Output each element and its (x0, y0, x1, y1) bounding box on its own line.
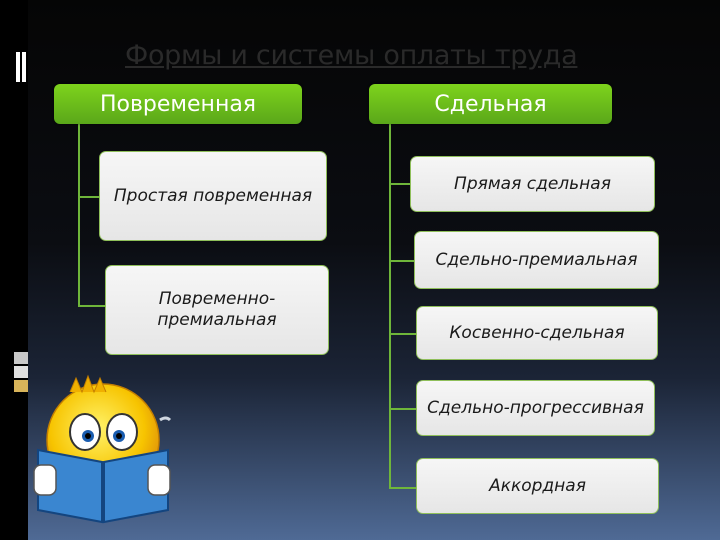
item-piece-bonus: Сдельно-премиальная (414, 231, 659, 289)
item-direct-piece: Прямая сдельная (410, 156, 655, 212)
reading-emoji-icon (33, 374, 172, 524)
item-indirect-piece: Косвенно-сдельная (416, 306, 658, 360)
side-color-strip (14, 352, 28, 364)
connector-line (389, 183, 411, 185)
connector-line (78, 305, 106, 307)
connector-line (78, 196, 100, 198)
item-lump-sum: Аккордная (416, 458, 659, 514)
side-color-strip (14, 366, 28, 378)
left-deco-bar (22, 52, 26, 82)
item-simple-time-based: Простая повременная (99, 151, 327, 241)
slide-title: Формы и системы оплаты труда (125, 40, 578, 71)
item-time-bonus: Повременно-премиальная (105, 265, 329, 355)
connector-line (389, 260, 415, 262)
connector-line (389, 408, 417, 410)
connector-line (389, 487, 417, 489)
connector-line (389, 124, 391, 488)
header-piece-rate: Сдельная (369, 84, 612, 124)
connector-line (389, 333, 417, 335)
left-deco-bar (16, 52, 20, 82)
header-time-based: Повременная (54, 84, 302, 124)
connector-line (78, 124, 80, 306)
side-color-strip (14, 380, 28, 392)
item-piece-progressive: Сдельно-прогрессивная (416, 380, 655, 436)
